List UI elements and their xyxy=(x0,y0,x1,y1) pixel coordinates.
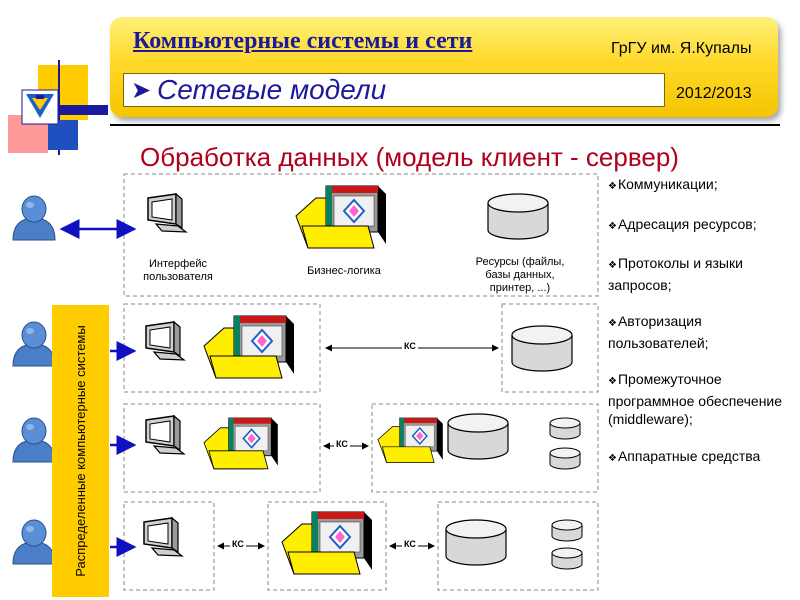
tier-box-row2-client xyxy=(123,403,321,493)
side-label-box: Распределенные компьютерные системы xyxy=(52,305,109,597)
tier-box-row3-middle xyxy=(267,501,387,591)
user-icon xyxy=(12,195,56,241)
course-title: Компьютерные системы и сети xyxy=(133,28,473,54)
side-label: Распределенные компьютерные системы xyxy=(73,325,88,577)
list-item: Промежуточное программное обеспечение (m… xyxy=(608,370,793,429)
database-icon xyxy=(511,325,573,372)
university-name: ГрГУ им. Я.Купалы xyxy=(611,40,752,57)
monitor-icon xyxy=(145,321,185,361)
interface-label: Интерфейс пользователя xyxy=(143,258,213,283)
database-icon xyxy=(551,519,583,542)
folder-app-icon xyxy=(281,511,373,575)
folder-app-icon xyxy=(203,315,295,379)
connector-label: КС xyxy=(402,539,418,549)
slide-title: Обработка данных (модель клиент - сервер… xyxy=(140,142,679,172)
user-icon xyxy=(12,321,56,367)
list-item: Авторизация пользователей; xyxy=(608,312,793,352)
topic-box xyxy=(123,73,665,107)
connector-label: КС xyxy=(402,341,418,351)
monitor-icon xyxy=(145,415,185,455)
database-icon xyxy=(551,547,583,570)
database-icon xyxy=(445,519,507,566)
folder-app-icon xyxy=(377,417,444,464)
list-item: Коммуникации; xyxy=(608,175,793,197)
connector-label: КС xyxy=(334,439,350,449)
database-icon xyxy=(447,413,509,460)
list-item: Адресация ресурсов; xyxy=(608,215,793,237)
list-item: Протоколы и языки запросов; xyxy=(608,254,793,294)
topic-title: Сетевые модели xyxy=(157,74,387,105)
logo-icon xyxy=(8,60,118,155)
tier-box-row1-server xyxy=(501,303,599,393)
header-divider xyxy=(110,124,780,126)
business-logic-label: Бизнес-логика xyxy=(307,265,381,277)
database-icon xyxy=(549,417,581,440)
academic-year: 2012/2013 xyxy=(676,85,752,102)
user-icon xyxy=(12,417,56,463)
connector-label: КС xyxy=(230,539,246,549)
tier-box-row2-server xyxy=(371,403,599,493)
folder-app-icon xyxy=(295,185,387,249)
monitor-icon xyxy=(147,193,187,233)
arrow-bullet-icon: ➤ xyxy=(131,77,152,104)
user-icon xyxy=(12,519,56,565)
resources-label: Ресурсы (файлы, базы данных, принтер, ..… xyxy=(475,256,565,294)
tier-box-row1-client xyxy=(123,303,321,393)
monitor-icon xyxy=(143,517,183,557)
tier-box-row3-server xyxy=(437,501,599,591)
requirements-list: Коммуникации; Адресация ресурсов; Проток… xyxy=(608,175,793,486)
folder-app-icon xyxy=(203,417,279,470)
list-item: Аппаратные средства xyxy=(608,447,793,469)
database-icon xyxy=(487,193,549,240)
database-icon xyxy=(549,447,581,470)
